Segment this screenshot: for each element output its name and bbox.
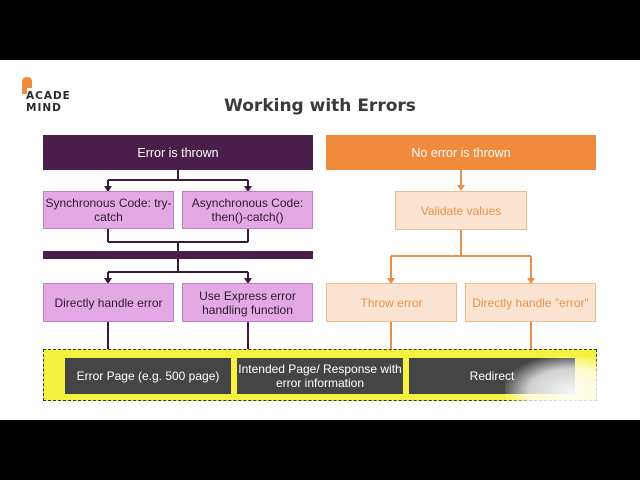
validate-values-box: Validate values — [395, 191, 527, 230]
logo-line-1: ACADE — [26, 90, 71, 102]
async-code-box: Asynchronous Code: then()-catch() — [182, 191, 313, 229]
merge-bar — [43, 251, 313, 259]
error-page-outcome: Error Page (e.g. 500 page) — [65, 358, 231, 394]
right-connectors — [390, 170, 532, 354]
express-error-handler-box: Use Express error handling function — [182, 283, 313, 322]
slide: ACADE MIND Working with Errors — [0, 60, 640, 420]
error-thrown-header: Error is thrown — [43, 135, 313, 170]
no-error-header: No error is thrown — [326, 135, 596, 170]
slide-title: Working with Errors — [224, 96, 416, 116]
direct-handle-quoted-error-box: Directly handle "error" — [465, 283, 596, 322]
academind-logo: ACADE MIND — [18, 74, 88, 114]
left-connectors — [107, 170, 249, 354]
throw-error-box: Throw error — [326, 283, 457, 322]
watermark-haze — [505, 356, 615, 420]
intended-page-outcome: Intended Page/ Response with error infor… — [237, 358, 403, 394]
logo-mark-icon — [22, 77, 32, 94]
logo-line-2: MIND — [26, 102, 62, 114]
sync-code-box: Synchronous Code: try-catch — [43, 191, 174, 229]
direct-handle-error-box: Directly handle error — [43, 283, 174, 322]
